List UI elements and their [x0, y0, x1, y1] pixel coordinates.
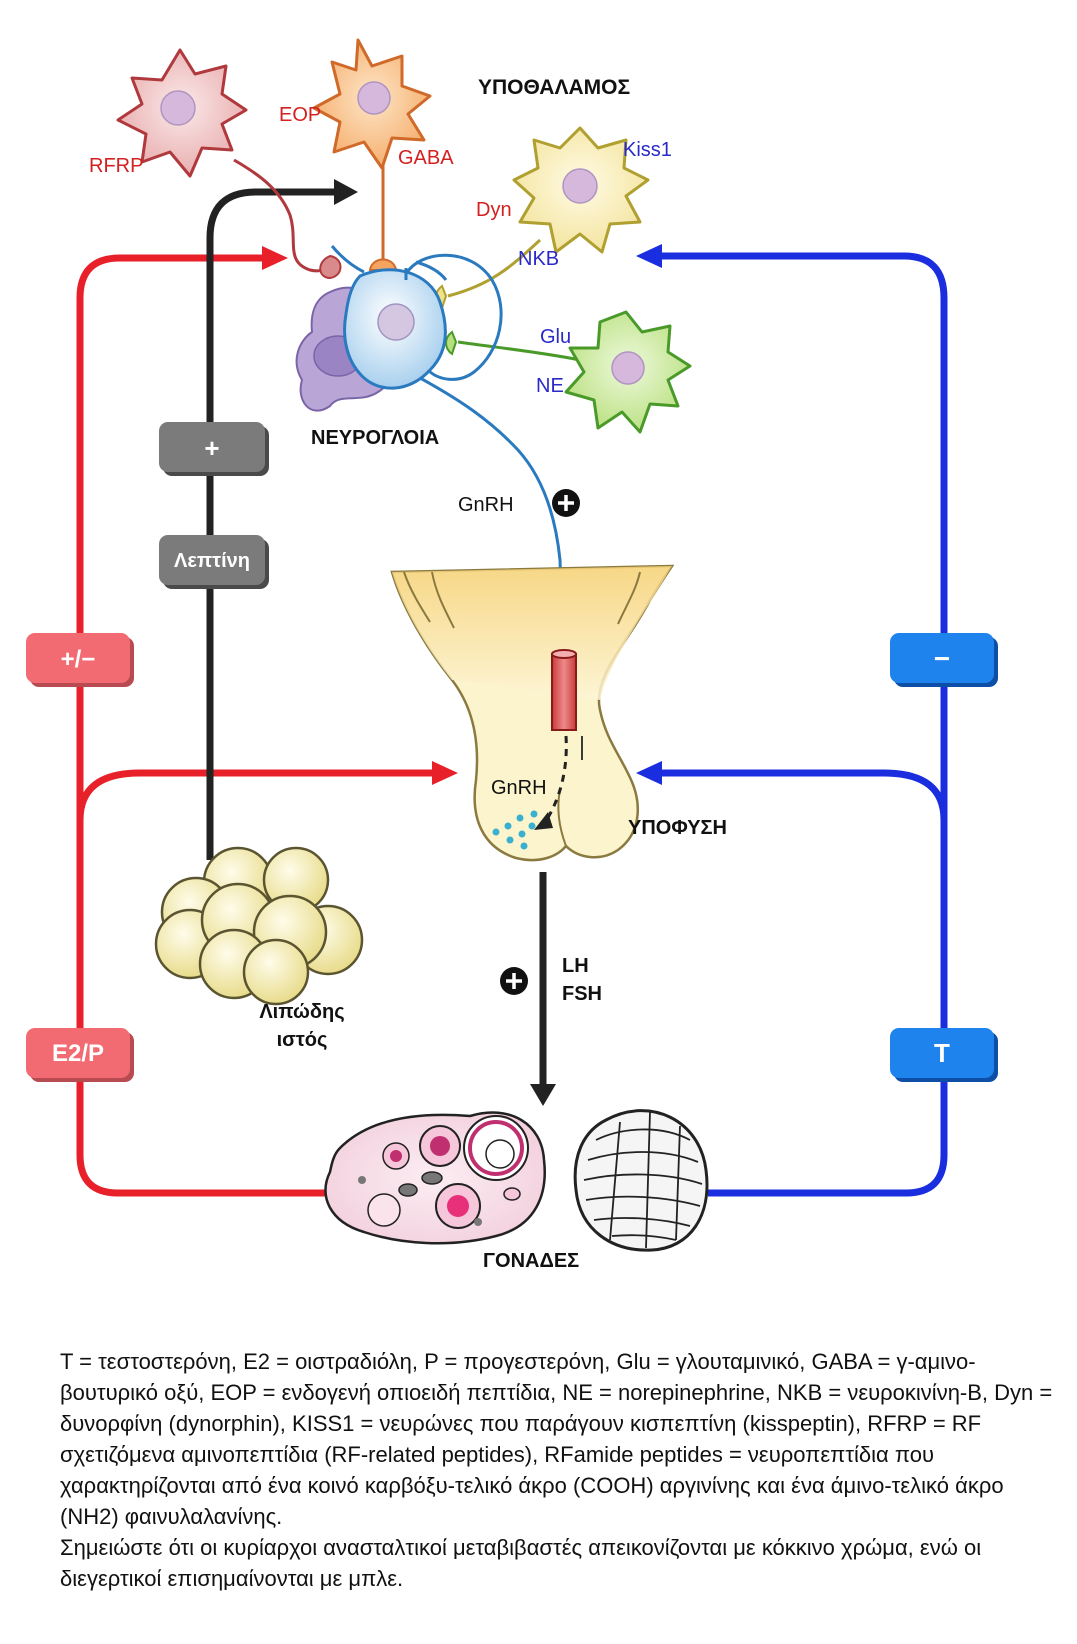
- rfrp-neuron: [116, 48, 342, 280]
- gnrh-axon-label: GnRH: [458, 494, 514, 516]
- ne-label: NE: [536, 375, 564, 397]
- nkb-label: NKB: [518, 248, 559, 270]
- hpg-axis-diagram: + Λεπτίνη +/− E2/P − T: [26, 38, 998, 1272]
- pituitary-label: ΥΠΟΦΥΣΗ: [628, 817, 727, 839]
- box-t-label: T: [934, 1038, 950, 1068]
- kiss1-neuron: [435, 126, 650, 310]
- eop-label: EOP: [279, 104, 321, 126]
- lh-fsh-arrow: [530, 872, 556, 1106]
- box-e2p: E2/P: [26, 1028, 134, 1082]
- fsh-label: FSH: [562, 983, 602, 1005]
- box-e2p-label: E2/P: [52, 1040, 104, 1067]
- lh-fsh-plus-circle: [500, 967, 528, 995]
- blue-arrowhead-pituitary: [636, 761, 662, 785]
- box-plus: +: [159, 422, 269, 476]
- red-feedback-to-pituitary: [76, 769, 438, 821]
- lh-label: LH: [562, 955, 589, 977]
- box-plus-minus: +/−: [26, 633, 134, 687]
- blue-feedback-to-pituitary: [656, 769, 948, 821]
- kiss1-label: Kiss1: [623, 139, 672, 161]
- caption: T = τεστοστερόνη, E2 = οιστραδιόλη, P = …: [60, 1346, 1060, 1594]
- box-t: T: [890, 1028, 998, 1082]
- adipose-label-line1: Λιπώδης: [259, 1001, 344, 1023]
- testis: [573, 1109, 709, 1252]
- caption-note: Σημειώστε ότι οι κυρίαρχοι ανασταλτικοί …: [60, 1535, 982, 1591]
- box-leptin-label: Λεπτίνη: [174, 550, 250, 572]
- glu-ne-neuron: [445, 310, 692, 434]
- red-arrowhead-hypothalamus: [262, 246, 288, 270]
- rfrp-label: RFRP: [89, 155, 143, 177]
- blue-feedback-loop: [656, 252, 948, 1197]
- neuroglia-label: ΝΕΥΡΟΓΛΟΙΑ: [311, 427, 439, 449]
- dyn-label: Dyn: [476, 199, 512, 221]
- hypothalamus-label: ΥΠΟΘΑΛΑΜΟΣ: [478, 76, 630, 99]
- box-plus-minus-label: +/−: [61, 646, 96, 673]
- red-feedback-loop: [76, 254, 330, 1197]
- glu-label: Glu: [540, 326, 571, 348]
- adipose-label-line2: ιστός: [277, 1029, 328, 1051]
- box-leptin: Λεπτίνη: [159, 535, 269, 589]
- gonads-label: ΓΟΝΑΔΕΣ: [483, 1250, 579, 1272]
- gnrh-granules: [492, 810, 538, 850]
- box-minus: −: [890, 633, 998, 687]
- red-arrowhead-pituitary: [432, 761, 458, 785]
- caption-definitions: T = τεστοστερόνη, E2 = οιστραδιόλη, P = …: [60, 1349, 1053, 1529]
- ovary: [324, 1111, 546, 1245]
- box-plus-label: +: [204, 433, 219, 463]
- gnrh-pituitary-label: GnRH: [491, 777, 547, 799]
- portal-vessel: [534, 649, 577, 830]
- blue-arrowhead-hypothalamus: [636, 244, 662, 268]
- leptin-pathway: [206, 188, 340, 860]
- leptin-arrowhead: [334, 179, 358, 205]
- gaba-label: GABA: [398, 147, 454, 169]
- pituitary-gland: [390, 564, 675, 862]
- adipose-tissue: [154, 846, 364, 1006]
- eop-gaba-neuron: [312, 38, 432, 271]
- gnrh-plus-circle: [552, 489, 580, 517]
- box-minus-label: −: [934, 643, 950, 674]
